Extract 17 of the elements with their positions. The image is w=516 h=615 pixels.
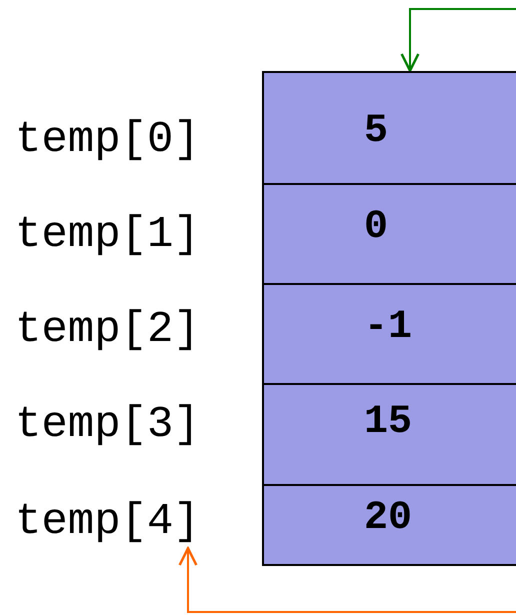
array-index-label: temp[1]	[15, 213, 200, 257]
arrow	[178, 547, 516, 613]
cell-value: 20	[364, 499, 412, 539]
cell-value: 0	[364, 208, 388, 248]
array-cell	[262, 383, 516, 486]
array-cell	[262, 484, 516, 566]
array-cell	[262, 71, 516, 185]
cell-value: 15	[364, 402, 412, 442]
array-index-label: temp[3]	[15, 403, 200, 447]
array-cell	[262, 183, 516, 285]
array-cell	[262, 283, 516, 385]
arrow	[400, 8, 516, 72]
array-index-label: temp[2]	[15, 308, 200, 352]
array-index-label: temp[0]	[15, 118, 200, 162]
cell-value: 5	[364, 112, 388, 152]
array-index-label: temp[4]	[15, 500, 200, 544]
cell-value: -1	[364, 308, 412, 348]
